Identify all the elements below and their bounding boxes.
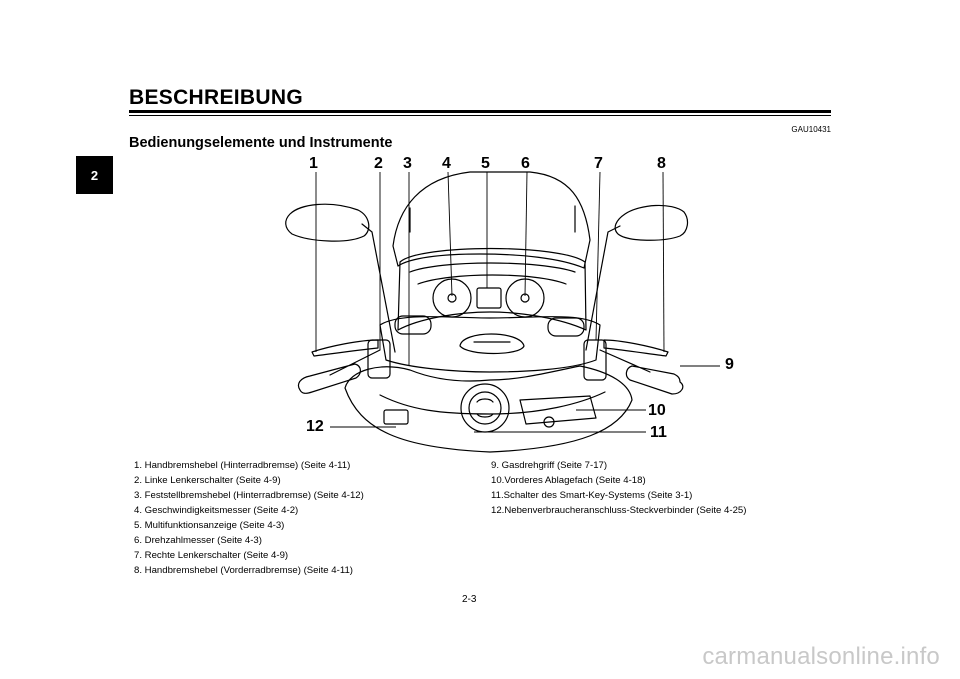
title-rule-thin [129, 115, 831, 116]
title-rule-thick [129, 110, 831, 113]
dashboard-cowl [397, 247, 587, 331]
legend-item: 1. Handbremshebel (Hinterradbremse) (Sei… [134, 460, 351, 471]
callout-5: 5 [481, 155, 490, 172]
multifunction-display [476, 287, 502, 309]
right-mirror [614, 204, 689, 241]
legend-item: 3. Feststellbremshebel (Hinterradbremse)… [134, 490, 364, 501]
page-title: BESCHREIBUNG [129, 86, 303, 109]
chapter-tab: 2 [76, 156, 113, 194]
leg-shield [344, 365, 633, 453]
legend-item: 12.Nebenverbraucheranschluss-Steckverbin… [491, 505, 747, 516]
legend-item: 5. Multifunktionsanzeige (Seite 4-3) [134, 520, 285, 531]
legend-right: 9. Gasdrehgriff (Seite 7-17) 10.Vorderes… [491, 458, 746, 518]
callout-4: 4 [442, 155, 451, 172]
callout-7: 7 [594, 155, 603, 172]
legend-item: 6. Drehzahlmesser (Seite 4-3) [134, 535, 262, 546]
page-number: 2-3 [462, 594, 477, 605]
document-code: GAU10431 [791, 125, 831, 134]
section-subtitle: Bedienungselemente und Instrumente [129, 135, 393, 151]
front-storage [519, 395, 597, 425]
left-reservoir [394, 315, 432, 335]
left-handlebar [297, 349, 381, 394]
callout-3: 3 [403, 155, 412, 172]
callout-1: 1 [309, 155, 318, 172]
right-switches [583, 339, 607, 381]
legend-item: 2. Linke Lenkerschalter (Seite 4-9) [134, 475, 281, 486]
callout-12: 12 [306, 418, 324, 435]
legend-item: 4. Geschwindigkeitsmesser (Seite 4-2) [134, 505, 299, 516]
legend-item: 8. Handbremshebel (Vorderradbremse) (Sei… [134, 565, 353, 576]
left-brake-lever [311, 339, 379, 357]
callout-11: 11 [650, 424, 667, 441]
windshield [392, 171, 591, 269]
left-switches [367, 339, 391, 379]
center-emblem [459, 333, 525, 355]
legend-item: 7. Rechte Lenkerschalter (Seite 4-9) [134, 550, 289, 561]
left-mirror [285, 203, 370, 242]
legend-item: 11.Schalter des Smart-Key-Systems (Seite… [491, 490, 693, 501]
accessory-connector [383, 409, 409, 425]
callout-6: 6 [521, 155, 530, 172]
right-reservoir [547, 317, 585, 337]
right-handlebar [599, 349, 684, 395]
callout-10: 10 [648, 402, 666, 419]
legend-item: 9. Gasdrehgriff (Seite 7-17) [491, 460, 608, 471]
smart-key-knob [460, 383, 510, 433]
callout-9: 9 [725, 356, 734, 373]
callout-8: 8 [657, 155, 666, 172]
legend-item: 10.Vorderes Ablagefach (Seite 4-18) [491, 475, 646, 486]
watermark[interactable]: carmanualsonline.info [702, 643, 940, 670]
callout-2: 2 [374, 155, 383, 172]
legend-left: 1. Handbremshebel (Hinterradbremse) (Sei… [134, 458, 364, 578]
right-brake-lever [603, 339, 669, 357]
